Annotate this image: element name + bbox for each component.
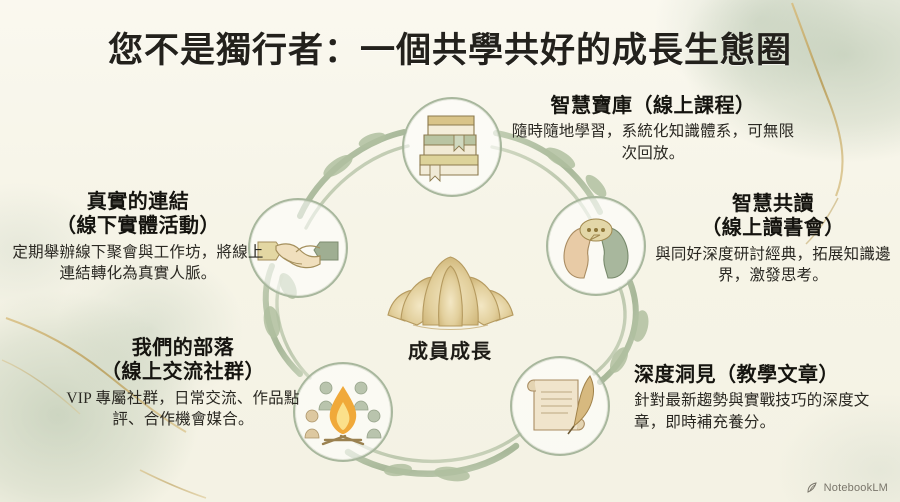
text-block-community: 我們的部落 （線上交流社群） VIP 專屬社群，日常交流、作品點評、合作機會媒合… (58, 336, 308, 431)
offline-heading-line2: （線下實體活動） (56, 215, 220, 238)
node-courses[interactable] (402, 97, 502, 197)
stacked-books-icon (419, 115, 479, 183)
offline-heading-line1: 真實的連結 (86, 191, 190, 213)
text-block-courses: 智慧寶庫（線上課程） 隨時隨地學習，系統化知識體系，可無限次回放。 (508, 94, 798, 164)
handshake-icon (257, 241, 339, 269)
courses-heading: 智慧寶庫（線上課程） (550, 95, 756, 117)
community-heading-line1: 我們的部落 (131, 337, 235, 359)
lotus-icon (387, 256, 514, 330)
center-label: 成員成長 (408, 341, 492, 363)
text-block-reading: 智慧共讀 （線上讀書會） 與同好深度研討經典，拓展知識邊界，激發思考。 (648, 192, 898, 287)
watermark-label: NotebookLM (823, 482, 888, 494)
two-heads-speech-bubbles-icon (563, 218, 629, 279)
offline-body: 定期舉辦線下聚會與工作坊，將線上連結轉化為真實人脈。 (12, 243, 264, 283)
watermark: NotebookLM (807, 482, 888, 494)
text-block-articles: 深度洞見（教學文章） 針對最新趨勢與實戰技巧的深度文章，即時補充養分。 (634, 363, 890, 433)
node-community[interactable] (293, 362, 393, 462)
page-title: 您不是獨行者：一個共學共好的成長生態圈 (107, 31, 792, 70)
reading-body: 與同好深度研討經典，拓展知識邊界，激發思考。 (655, 245, 891, 285)
node-offline[interactable] (248, 198, 348, 298)
text-block-offline: 真實的連結 （線下實體活動） 定期舉辦線下聚會與工作坊，將線上連結轉化為真實人脈… (8, 190, 268, 285)
reading-heading-line2: （線上讀書會） (701, 217, 845, 240)
articles-heading: 深度洞見（教學文章） (634, 364, 839, 386)
campfire-people-icon (304, 381, 382, 446)
community-body: VIP 專屬社群，日常交流、作品點評、合作機會媒合。 (66, 389, 300, 429)
node-articles[interactable] (510, 356, 610, 456)
articles-body: 針對最新趨勢與實戰技巧的深度文章，即時補充養分。 (634, 392, 870, 431)
notebooklm-icon (807, 482, 817, 493)
scroll-quill-icon (527, 375, 594, 435)
courses-body: 隨時隨地學習，系統化知識體系，可無限次回放。 (511, 123, 795, 162)
node-reading[interactable] (546, 196, 646, 296)
reading-heading-line1: 智慧共讀 (732, 193, 814, 215)
community-heading-line2: （線上交流社群） (101, 361, 265, 384)
